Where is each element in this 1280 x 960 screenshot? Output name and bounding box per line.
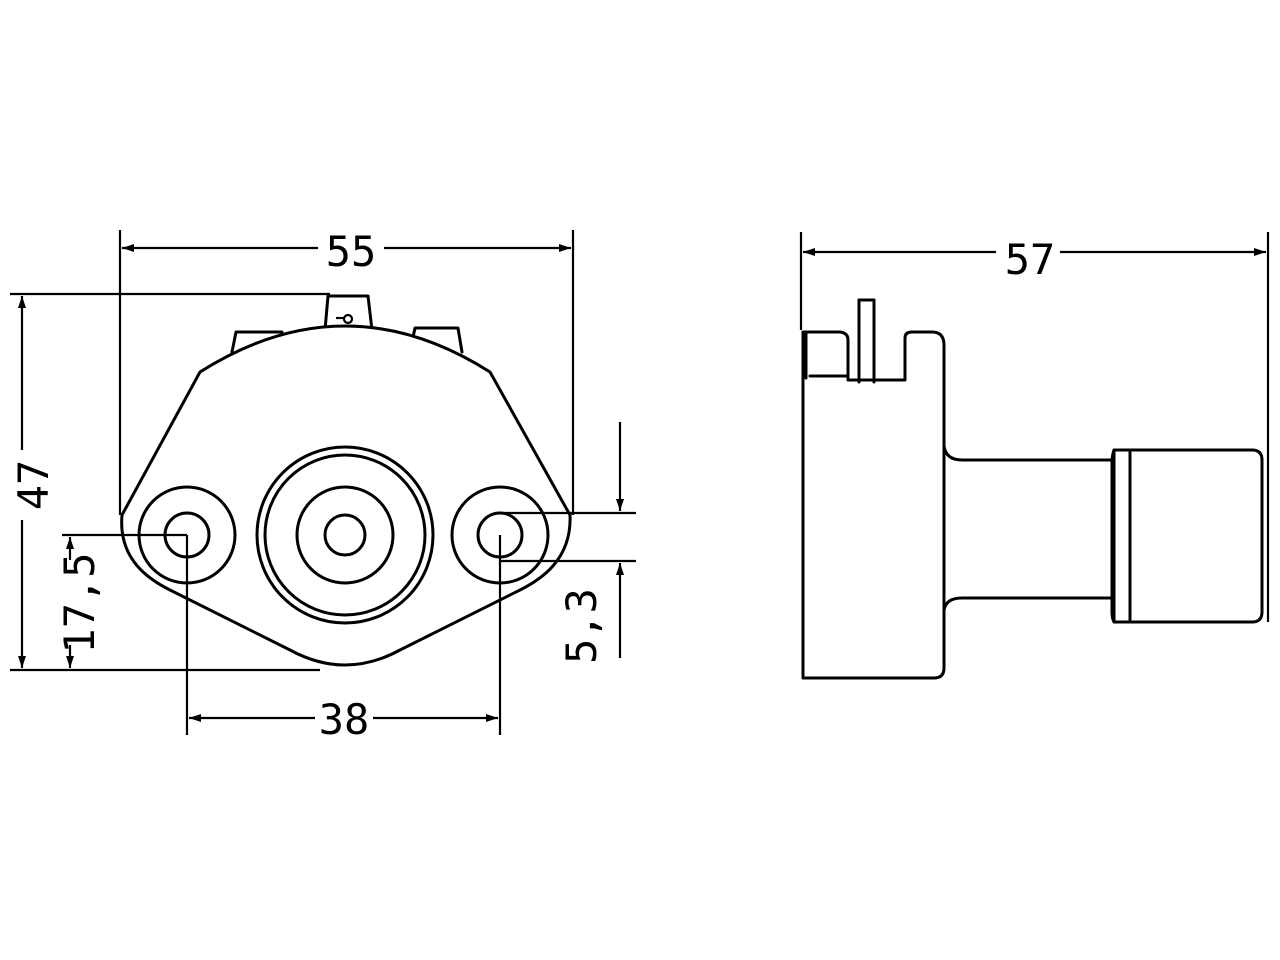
dimension-height: 47	[9, 296, 58, 668]
dimension-width-label: 55	[326, 227, 377, 276]
side-body	[801, 330, 946, 680]
housing-outline	[120, 324, 572, 667]
dimension-hole-spacing-label: 38	[319, 695, 370, 744]
dimension-hole-diameter: 5,3	[557, 422, 624, 664]
dimension-depth-label: 57	[1005, 235, 1056, 284]
dimension-hole-spacing: 38	[189, 695, 498, 744]
extension-lines	[10, 230, 636, 735]
side-shaft	[942, 444, 1116, 612]
dimension-hole-height-label: 17,5	[55, 552, 104, 653]
dimension-depth: 57	[803, 235, 1266, 284]
dimension-hole-height: 17,5	[55, 537, 104, 668]
center-switch	[255, 445, 435, 625]
side-extension-lines	[799, 232, 1270, 622]
side-view: 57	[799, 232, 1270, 680]
side-knob	[1110, 448, 1264, 624]
dimension-height-label: 47	[9, 460, 58, 511]
dimension-hole-diameter-label: 5,3	[557, 588, 606, 664]
front-view: 55 47 17,5 38 5,3	[9, 227, 636, 744]
dimension-width: 55	[122, 227, 571, 276]
side-terminal	[857, 298, 876, 384]
